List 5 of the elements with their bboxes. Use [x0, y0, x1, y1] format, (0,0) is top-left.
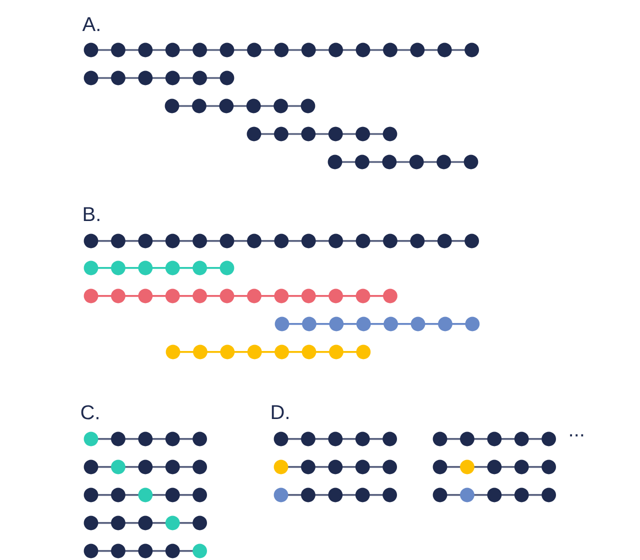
panel-label: B.	[84, 207, 100, 222]
ellipsis: ...	[570, 434, 584, 436]
panel-label: C.	[81, 405, 98, 420]
panel-label: D.	[272, 405, 288, 420]
panel-label: A.	[82, 17, 100, 32]
